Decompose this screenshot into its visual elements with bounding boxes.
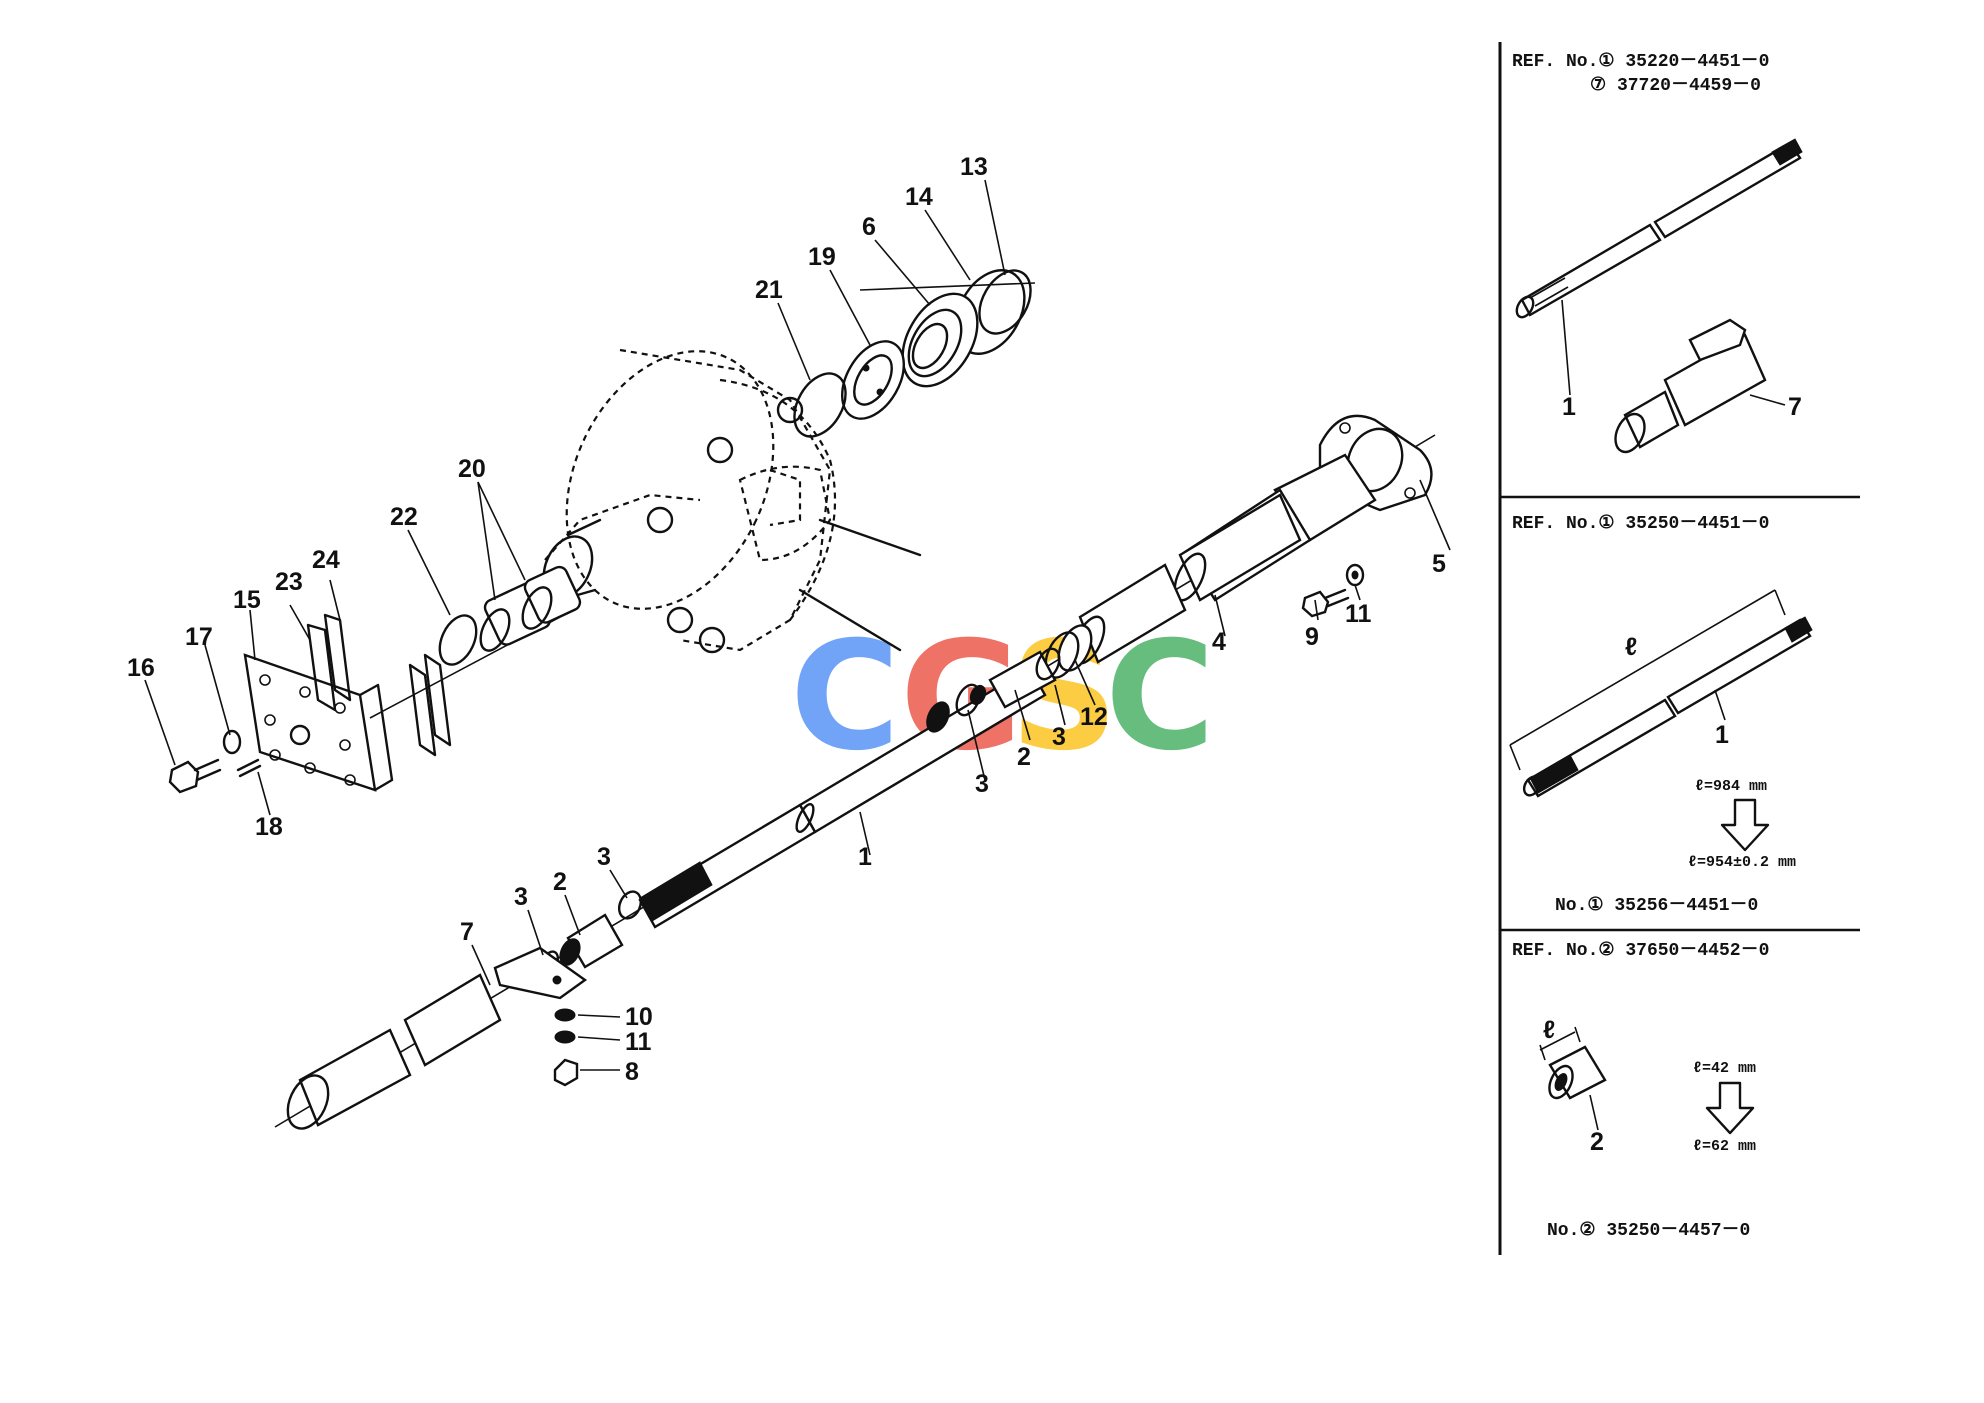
callout-13: 13	[960, 153, 988, 181]
callout-18: 18	[255, 813, 283, 841]
callout-1: 1	[858, 843, 872, 871]
ref3-length-new: ℓ=62 mm	[1693, 1138, 1756, 1155]
part-4-tube-segment	[1078, 563, 1187, 664]
callout-7: 7	[460, 918, 474, 946]
part-2-collar-center	[988, 650, 1057, 709]
callout-6: 6	[862, 213, 876, 241]
ref1-tube-drawing	[1614, 318, 1786, 454]
callout-22: 22	[390, 503, 418, 531]
callouts: 13 14 6 19 21 20 22 24 23 15 17 16 18 5 …	[127, 153, 1446, 1086]
callout-11-lower: 11	[625, 1028, 652, 1056]
part-2-collar-left	[566, 913, 624, 969]
ref2-length-new: ℓ=954±0.2 mm	[1688, 854, 1796, 871]
part-13-oring	[978, 269, 1032, 335]
callout-23: 23	[275, 568, 303, 596]
callout-16: 16	[127, 654, 155, 682]
ref2-callout-1: 1	[1715, 721, 1729, 749]
part-22-washer	[438, 614, 478, 666]
ref2-arrow-down	[1720, 798, 1770, 852]
ref1-shaft-drawing	[1515, 138, 1803, 396]
part-9-bolt	[1301, 588, 1350, 618]
part-1-shaft	[638, 666, 1047, 929]
part-21-ring	[793, 372, 847, 438]
callout-3-center: 3	[975, 770, 989, 798]
part-24-shim	[323, 613, 352, 702]
part-12-seal	[1057, 624, 1093, 672]
ref1-line1: REF. No.① 35220－4451－0	[1512, 52, 1769, 72]
reference-panel: REF. No.① 35220－4451－0 ⑦ 37720－4459－0 1 …	[1498, 42, 1860, 1255]
part-20-bushings	[479, 565, 582, 652]
callout-20: 20	[458, 455, 486, 483]
callout-8: 8	[625, 1058, 639, 1086]
part-15-cover-plate	[243, 653, 394, 792]
part-11-washer-lower	[554, 1030, 576, 1044]
callout-5: 5	[1432, 550, 1446, 578]
callout-11-upper: 11	[1345, 600, 1372, 628]
callout-17: 17	[185, 623, 213, 651]
callout-24: 24	[312, 546, 340, 574]
callout-2-center: 2	[1017, 743, 1031, 771]
callout-15: 15	[233, 586, 261, 614]
ref2-shaft-drawing	[1509, 589, 1813, 798]
ref2-length-old: ℓ=984 mm	[1695, 778, 1767, 795]
callout-14: 14	[905, 183, 933, 211]
ref1-callout-7: 7	[1788, 393, 1802, 421]
ref-panel-1: REF. No.① 35220－4451－0 ⑦ 37720－4459－0 1 …	[1512, 52, 1803, 454]
callout-12: 12	[1080, 703, 1108, 731]
ref1-line2: ⑦ 37720－4459－0	[1590, 76, 1761, 96]
ref3-dim-symbol: ℓ	[1543, 1016, 1555, 1044]
part-16-bolt	[168, 758, 222, 794]
ref2-line1: REF. No.① 35250－4451－0	[1512, 514, 1769, 534]
ref3-collar-drawing	[1539, 1026, 1607, 1131]
callout-2-left: 2	[553, 868, 567, 896]
ref3-callout-2: 2	[1590, 1128, 1604, 1156]
part-19-collar	[841, 340, 905, 420]
exploded-view: 13 14 6 19 21 20 22 24 23 15 17 16 18 5 …	[127, 153, 1451, 1130]
part-7-tube	[286, 946, 588, 1130]
part-18-pin	[236, 758, 262, 778]
part-4-tube	[1173, 453, 1377, 602]
callout-19: 19	[808, 243, 836, 271]
ref2-dim-symbol: ℓ	[1625, 633, 1637, 661]
callout-4: 4	[1212, 628, 1226, 656]
ref3-new-no: No.② 35250－4457－0	[1547, 1221, 1750, 1241]
callout-3-center-right: 3	[1052, 723, 1066, 751]
ref3-arrow-down	[1705, 1081, 1755, 1135]
part-8-bolt	[553, 1058, 579, 1087]
part-10-washer	[554, 1008, 576, 1022]
callout-10: 10	[625, 1003, 653, 1031]
axle-housing	[542, 348, 922, 654]
ref1-callout-1: 1	[1562, 393, 1576, 421]
callout-3-left2: 3	[514, 883, 528, 911]
ref-panel-2: REF. No.① 35250－4451－0 ℓ 1 ℓ=984 mm ℓ=95…	[1509, 514, 1813, 916]
ref2-new-no: No.① 35256－4451－0	[1555, 896, 1758, 916]
callout-3-left: 3	[597, 843, 611, 871]
callout-9: 9	[1305, 623, 1319, 651]
ref3-length-old: ℓ=42 mm	[1693, 1060, 1756, 1077]
ref3-line1: REF. No.② 37650－4452－0	[1512, 941, 1769, 961]
leader-lines	[144, 179, 1451, 1071]
axis-line-bearing	[859, 282, 1036, 291]
ref-panel-3: REF. No.② 37650－4452－0 ℓ 2 ℓ=42 mm ℓ=62 …	[1512, 941, 1769, 1241]
part-6-bearing	[901, 292, 979, 388]
callout-21: 21	[755, 276, 783, 304]
part-17-washer	[222, 729, 242, 755]
part-3-ring-left	[617, 890, 643, 920]
part-23-shim	[306, 623, 337, 712]
